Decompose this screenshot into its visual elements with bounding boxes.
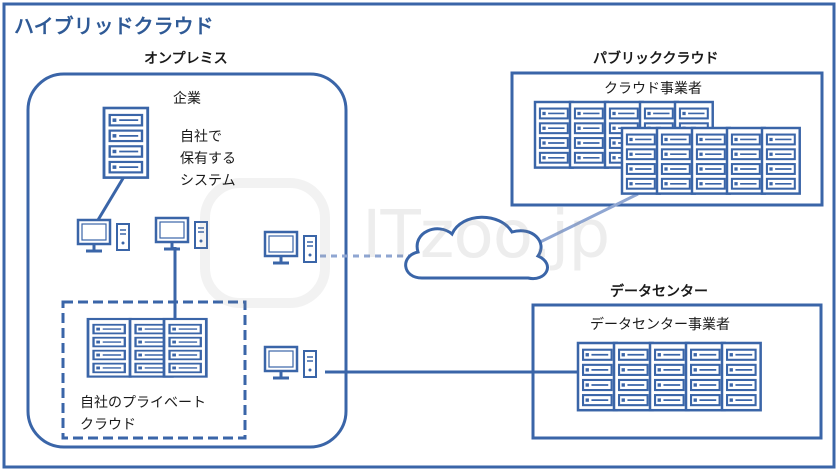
private-cloud-server-icon bbox=[162, 317, 208, 378]
data-center-label: データセンター bbox=[610, 284, 708, 300]
public-cloud-server-icon bbox=[760, 126, 801, 195]
public-cloud-server-icon bbox=[655, 126, 696, 195]
cloud-icon bbox=[404, 215, 549, 281]
public-cloud-server-icon bbox=[533, 100, 574, 169]
diagram-title: ハイブリッドクラウド bbox=[14, 14, 214, 38]
data-center-server-icon bbox=[720, 341, 762, 412]
private-cloud-box bbox=[61, 300, 247, 440]
data-center-server-icon bbox=[648, 341, 690, 412]
public-cloud-server-icon bbox=[690, 126, 731, 195]
data-center-server-icon bbox=[684, 341, 726, 412]
cloud-to-public-link bbox=[527, 192, 639, 250]
data-center-server-icon bbox=[612, 341, 654, 412]
owned-system-link bbox=[96, 174, 127, 221]
cloud-provider-label: クラウド事業者 bbox=[604, 81, 702, 97]
data-center-server-icon bbox=[576, 341, 618, 412]
company-label: 企業 bbox=[173, 91, 201, 107]
public-cloud-server-icon bbox=[725, 126, 766, 195]
private-cloud-server-icon bbox=[86, 317, 132, 378]
private-cloud-label: 自社のプライベート クラウド bbox=[80, 395, 206, 433]
public-cloud-server-icon bbox=[620, 126, 661, 195]
public-cloud-server-icon bbox=[568, 100, 609, 169]
data-center-provider-label: データセンター事業者 bbox=[590, 317, 730, 333]
public-cloud-label: パブリッククラウド bbox=[593, 51, 719, 67]
owned-system-label: 自社で 保有する システム bbox=[180, 129, 236, 189]
owned-system-server-icon bbox=[102, 106, 150, 180]
on-premise-label: オンプレミス bbox=[144, 51, 228, 67]
